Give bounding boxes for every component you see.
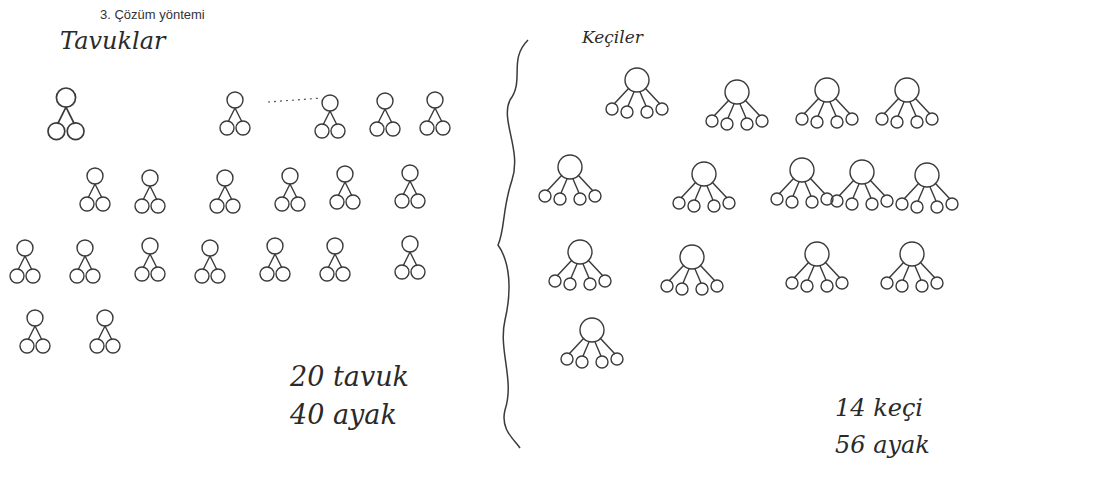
count-note: 40 ayak [290, 400, 397, 430]
divider-bracket [498, 40, 528, 448]
group-heading: Keçiler [582, 28, 643, 47]
group-heading: Tavuklar [60, 28, 165, 54]
section-title: 3. Çözüm yöntemi [100, 8, 205, 22]
count-note: 56 ayak [835, 432, 930, 458]
goat-figures [539, 68, 958, 368]
count-note: 20 tavuk [290, 362, 409, 392]
chicken-figures [10, 88, 450, 353]
count-note: 14 keçi [835, 395, 923, 421]
